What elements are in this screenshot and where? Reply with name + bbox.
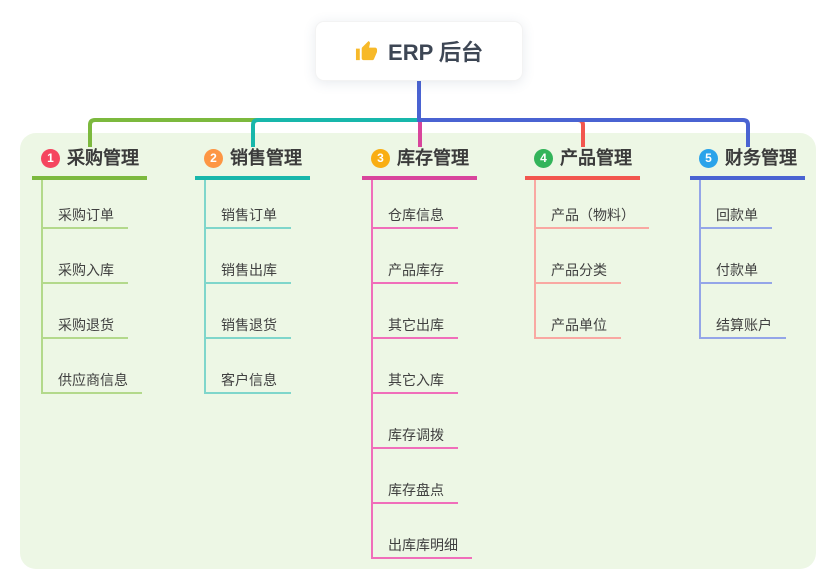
branch-5-child-2[interactable]: 付款单 [699,258,772,284]
branch-3-child-4[interactable]: 其它入库 [371,368,458,394]
branch-1-child-4[interactable]: 供应商信息 [41,368,142,394]
branch-3-label: 库存管理 [397,148,469,168]
branch-2-child-2[interactable]: 销售出库 [204,258,291,284]
branch-3-number-badge: 3 [371,148,390,168]
branch-4-child-1[interactable]: 产品（物料） [534,203,649,229]
branch-5-child-1[interactable]: 回款单 [699,203,772,229]
branch-2-title[interactable]: 2 销售管理 [195,146,310,180]
branch-4-title[interactable]: 4 产品管理 [525,146,640,180]
branches-panel [20,133,816,569]
branch-2-child-3[interactable]: 销售退货 [204,313,291,339]
root-label: ERP 后台 [388,40,483,65]
branch-3-child-2[interactable]: 产品库存 [371,258,458,284]
branch-3-child-7[interactable]: 出库库明细 [371,533,472,559]
branch-1-child-2[interactable]: 采购入库 [41,258,128,284]
branch-1-number-badge: 1 [41,148,60,168]
branch-1-child-1[interactable]: 采购订单 [41,203,128,229]
branch-2-child-1[interactable]: 销售订单 [204,203,291,229]
branch-2-number-badge: 2 [204,148,223,168]
branch-3-child-6[interactable]: 库存盘点 [371,478,458,504]
branch-5-number-badge: 5 [699,148,718,168]
branch-3-title[interactable]: 3 库存管理 [362,146,477,180]
branch-5-child-3[interactable]: 结算账户 [699,313,786,339]
branch-5-label: 财务管理 [725,148,797,168]
branch-1-title[interactable]: 1 采购管理 [32,146,147,180]
thumbs-up-icon [355,40,378,63]
branch-4-number-badge: 4 [534,148,553,168]
branch-1-child-3[interactable]: 采购退货 [41,313,128,339]
branch-4-child-2[interactable]: 产品分类 [534,258,621,284]
branch-5-title[interactable]: 5 财务管理 [690,146,805,180]
branch-2-child-4[interactable]: 客户信息 [204,368,291,394]
branch-2-label: 销售管理 [230,148,302,168]
branch-3-child-3[interactable]: 其它出库 [371,313,458,339]
branch-3-child-1[interactable]: 仓库信息 [371,203,458,229]
branch-4-child-3[interactable]: 产品单位 [534,313,621,339]
branch-1-label: 采购管理 [67,148,139,168]
root-node[interactable]: ERP 后台 [315,21,523,81]
branch-4-label: 产品管理 [560,148,632,168]
branch-3-child-5[interactable]: 库存调拨 [371,423,458,449]
